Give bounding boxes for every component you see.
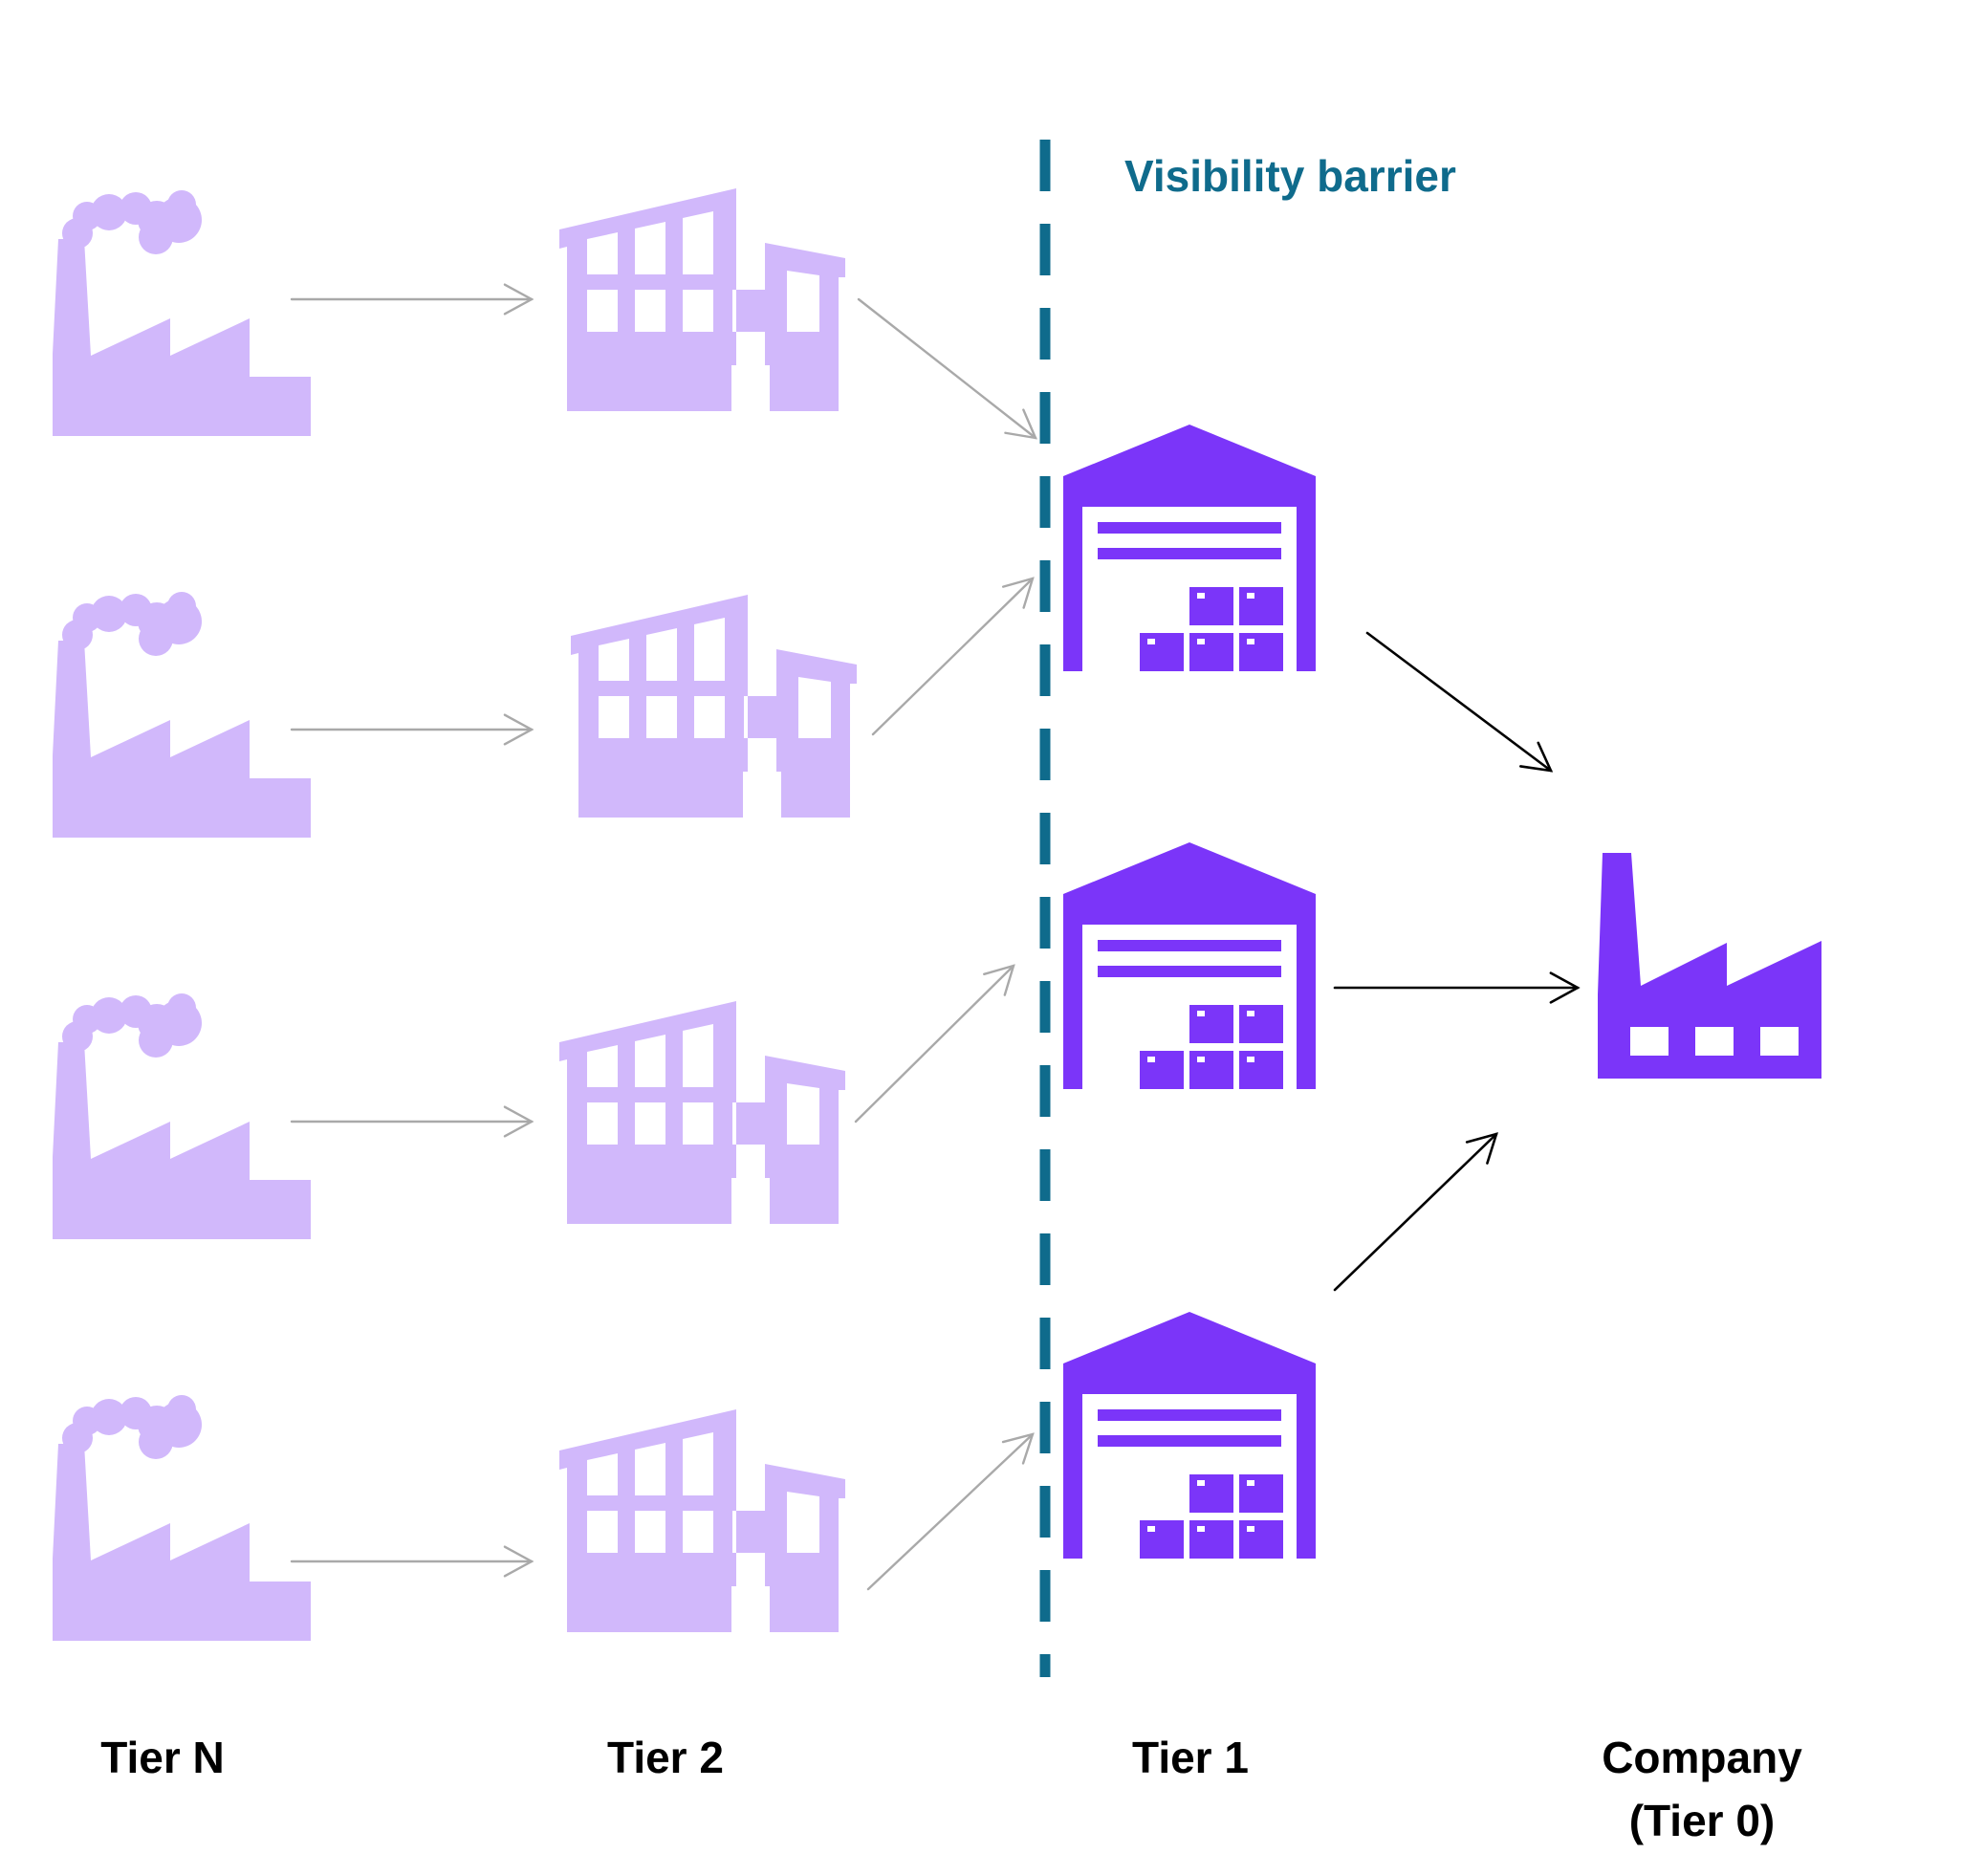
company-label-line1: Company <box>1602 1733 1802 1782</box>
flow-arrow-tier-n-supplier-2-to-tier-2-supplier-2 <box>290 713 534 746</box>
flow-arrow-tier-n-supplier-3-to-tier-2-supplier-3 <box>290 1105 534 1138</box>
tier-2-label: Tier 2 <box>607 1733 724 1782</box>
flow-arrow-tier-2-supplier-4-to-tier-1-supplier-3 <box>866 1432 1035 1591</box>
tier-n-supplier-3-smoking-factory-icon <box>53 993 311 1239</box>
flow-arrow-tier-1-supplier-1-to-company <box>1365 631 1554 773</box>
flow-arrow-tier-1-supplier-2-to-company <box>1333 971 1581 1004</box>
tier-1-supplier-2-warehouse-icon <box>1063 842 1316 1089</box>
company-factory-icon <box>1598 853 1821 1079</box>
tier-2-supplier-3-multi-window-factory-icon <box>559 1001 845 1224</box>
tier-n-supplier-2-smoking-factory-icon <box>53 592 311 838</box>
flow-arrow-tier-n-supplier-1-to-tier-2-supplier-1 <box>290 283 534 316</box>
flow-arrow-tier-1-supplier-3-to-company <box>1333 1132 1498 1292</box>
tier-1-label: Tier 1 <box>1132 1733 1249 1782</box>
flow-arrow-tier-2-supplier-3-to-tier-1-supplier-2 <box>854 964 1015 1123</box>
supplier-icons <box>53 188 1821 1641</box>
flow-arrow-tier-n-supplier-4-to-tier-2-supplier-4 <box>290 1545 534 1578</box>
flow-arrow-tier-2-supplier-1-to-tier-1-supplier-1 <box>857 297 1037 440</box>
tier-2-supplier-4-multi-window-factory-icon <box>559 1409 845 1632</box>
tier-1-supplier-1-warehouse-icon <box>1063 425 1316 671</box>
tier-1-supplier-3-warehouse-icon <box>1063 1312 1316 1559</box>
flow-arrows <box>290 283 1581 1591</box>
tier-n-supplier-1-smoking-factory-icon <box>53 190 311 436</box>
company-label: Company (Tier 0) <box>1549 1726 1855 1852</box>
company-label-line2: (Tier 0) <box>1628 1796 1776 1845</box>
visibility-barrier-label: Visibility barrier <box>1124 151 1456 201</box>
tier-n-supplier-4-smoking-factory-icon <box>53 1395 311 1641</box>
flow-arrow-tier-2-supplier-2-to-tier-1-supplier-1 <box>871 577 1035 736</box>
tier-2-supplier-2-multi-window-factory-icon <box>571 595 857 818</box>
tier-n-label: Tier N <box>100 1733 225 1782</box>
tier-2-supplier-1-multi-window-factory-icon <box>559 188 845 411</box>
